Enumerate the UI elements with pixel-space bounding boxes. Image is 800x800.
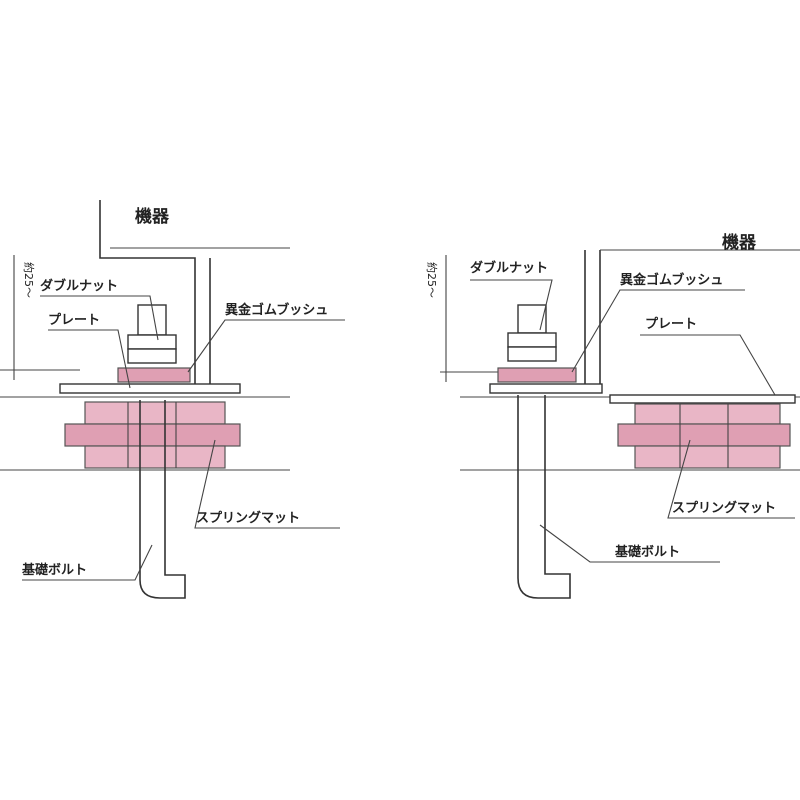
left-rubber-bushing-label: 異金ゴムブッシュ: [225, 302, 328, 318]
left-spring-mat-label: スプリングマット: [196, 510, 300, 526]
left-equipment-title: 機器: [135, 206, 170, 227]
left-dimension-text: 約25〜: [22, 262, 36, 298]
left-equipment-frame: [99, 200, 196, 385]
right-double-nut-upper: [507, 332, 557, 348]
right-mat-plate: [609, 394, 796, 404]
right-spring-mat-bottom: [634, 445, 781, 469]
left-plate: [59, 383, 241, 394]
left-rubber-bushing-leader: [187, 319, 345, 373]
left-foundation-bolt: [139, 400, 186, 599]
left-mount-diagram: 機器 約25〜 ダブルナット プレート 異金ゴムブッシュ スプリングマット: [0, 200, 345, 599]
left-double-nut-upper: [127, 334, 177, 350]
left-spring-mat-bottom: [84, 445, 226, 469]
left-double-nut-leader: [40, 295, 159, 341]
left-foundation-bolt-label: 基礎ボルト: [21, 562, 87, 578]
right-plate-leader: [640, 334, 776, 396]
right-double-nut-lower: [507, 346, 557, 362]
left-spring-mat-leader: [194, 439, 340, 529]
right-dimension-text: 約25〜: [425, 262, 439, 298]
right-spring-mat-top: [634, 403, 781, 425]
right-plate-label: プレート: [645, 317, 697, 332]
right-rubber-bushing-label: 異金ゴムブッシュ: [620, 272, 723, 288]
left-spring-mat-mid: [64, 423, 241, 447]
right-bolt-top: [517, 304, 547, 334]
right-double-nut-leader: [470, 279, 553, 331]
left-double-nut-lower: [127, 348, 177, 364]
right-spring-mat-leader: [667, 439, 795, 519]
right-rubber-bushing: [497, 367, 577, 383]
left-double-nut-label: ダブルナット: [40, 278, 118, 294]
right-spring-mat-mid: [617, 423, 791, 447]
right-double-nut-label: ダブルナット: [470, 260, 548, 276]
right-foundation-bolt: [517, 395, 571, 599]
right-foundation-bolt-label: 基礎ボルト: [614, 544, 680, 560]
right-mount-diagram: 機器 約25〜 ダブルナット 異金ゴムブッシュ プレート スプリングマット: [425, 232, 800, 599]
right-spring-mat-label: スプリングマット: [672, 500, 776, 516]
left-plate-leader: [48, 329, 131, 389]
right-plate: [489, 383, 603, 394]
left-rubber-bushing: [117, 367, 191, 383]
right-rubber-bushing-leader: [571, 289, 745, 373]
left-spring-mat-top: [84, 401, 226, 425]
right-equipment-title: 機器: [722, 232, 757, 253]
left-plate-label: プレート: [48, 313, 100, 328]
left-foundation-bolt-leader: [22, 544, 153, 581]
right-foundation-bolt-leader: [539, 524, 720, 563]
